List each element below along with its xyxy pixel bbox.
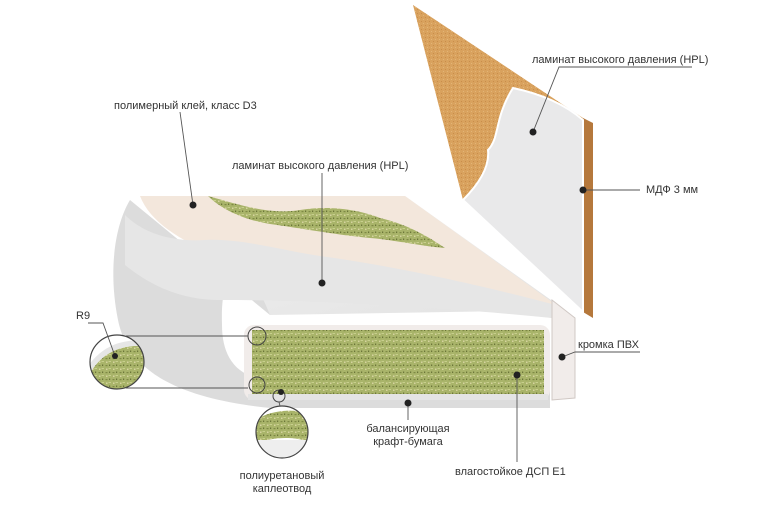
label-edge-pvc: кромка ПВХ <box>578 339 639 351</box>
mdf-panel <box>413 5 593 318</box>
label-drip-line1: полиуретановый <box>239 470 325 482</box>
label-glue: полимерный клей, класс D3 <box>114 100 257 112</box>
label-mdf: МДФ 3 мм <box>646 184 699 196</box>
label-hpl-top: ламинат высокого давления (HPL) <box>232 160 409 172</box>
label-particleboard: влагостойкое ДСП Е1 <box>455 466 566 478</box>
label-r9: R9 <box>76 310 91 322</box>
label-balance-line1: балансирующая <box>366 423 450 435</box>
label-hpl-panel: ламинат высокого давления (HPL) <box>532 54 709 66</box>
drip-magnifier <box>255 389 309 459</box>
pvc-edge-band <box>551 298 576 401</box>
marker-dots <box>112 128 587 407</box>
label-drip-groove: полиуретановый каплеотвод <box>232 470 332 496</box>
label-balance-paper: балансирующая крафт-бумага <box>363 423 453 449</box>
leader-lines <box>88 66 692 462</box>
label-balance-line2: крафт-бумага <box>373 436 443 448</box>
label-drip-line2: каплеотвод <box>252 483 312 495</box>
r9-magnifier <box>89 326 267 394</box>
countertop-slab <box>113 196 565 408</box>
